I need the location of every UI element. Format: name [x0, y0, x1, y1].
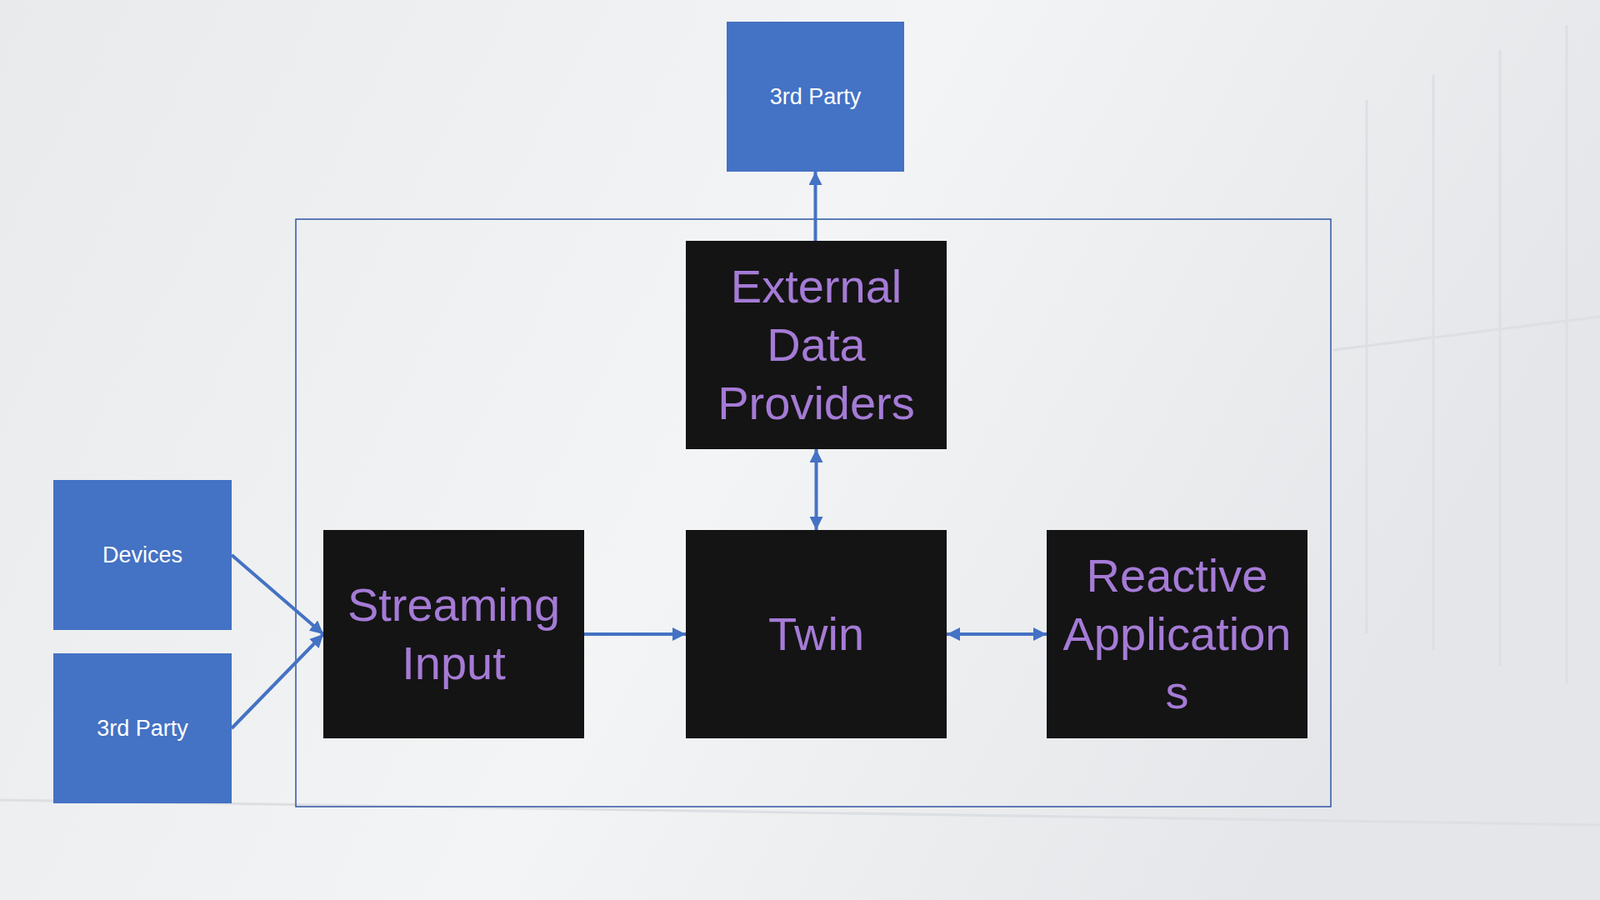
flow-arrow: [815, 449, 819, 530]
flow-arrow: [231, 634, 324, 729]
flow-arrow: [584, 632, 686, 636]
party-box: 3rd Party: [726, 21, 905, 172]
box-label: Streaming Input: [333, 575, 575, 693]
flow-arrow: [231, 555, 324, 635]
box-label: 3rd Party: [61, 715, 224, 742]
flow-arrow: [946, 632, 1047, 636]
twin-box: Twin: [685, 530, 947, 739]
system-boundary: [295, 219, 1331, 807]
box-label: Reactive Applications: [1056, 546, 1298, 722]
party-box: 3rd Party: [53, 653, 232, 804]
box-label: 3rd Party: [735, 83, 896, 110]
box-label: External Data Providers: [695, 257, 937, 433]
flow-arrow: [814, 171, 818, 241]
provider-box: External Data Providers: [685, 240, 947, 450]
application-box: Reactive Applications: [1046, 530, 1308, 739]
process-box: Streaming Input: [323, 530, 585, 739]
source-box: Devices: [53, 480, 232, 630]
box-label: Twin: [695, 605, 937, 664]
box-label: Devices: [61, 541, 224, 569]
